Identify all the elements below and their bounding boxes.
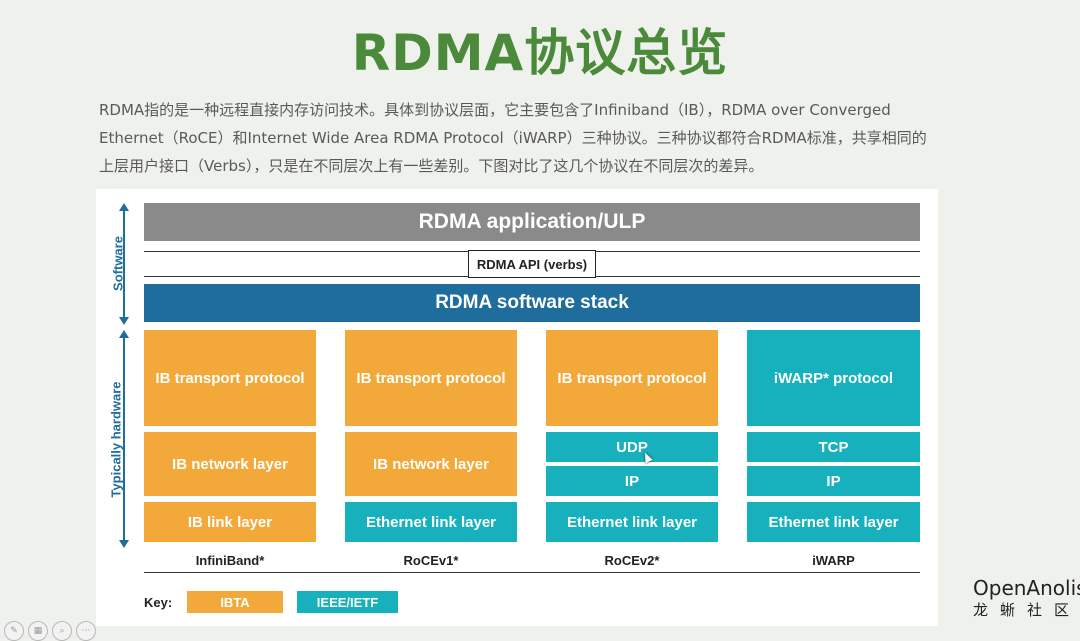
column-name-rocev2: RoCEv2* [604, 553, 660, 568]
rocev1-network: IB network layer [345, 432, 517, 496]
column-name-iwarp: iWARP [812, 553, 855, 568]
rocev2-transport: IB transport protocol [546, 330, 718, 426]
column-name-infiniband: InfiniBand* [195, 553, 265, 568]
rocev1-link: Ethernet link layer [345, 502, 517, 542]
infiniband-transport: IB transport protocol [144, 330, 316, 426]
rocev2-ip: IP [546, 466, 718, 496]
intro-line-1: RDMA指的是一种远程直接内存访问技术。具体到协议层面，它主要包含了Infini… [99, 101, 891, 119]
hardware-axis-label: Typically hardware [108, 381, 124, 498]
key-label: Key: [144, 595, 173, 610]
more-icon[interactable]: ⋯ [76, 621, 96, 641]
pen-icon[interactable]: ✎ [4, 621, 24, 641]
key-ieee-ietf: IEEE/IETF [297, 591, 398, 613]
iwarp-transport: iWARP* protocol [747, 330, 920, 426]
iwarp-ip: IP [747, 466, 920, 496]
slides-icon[interactable]: ▦ [28, 621, 48, 641]
key-ibta: IBTA [187, 591, 283, 613]
software-arrow-down-icon [119, 317, 129, 325]
api-verbs-box: RDMA API (verbs) [468, 250, 596, 278]
column-name-rocev1: RoCEv1* [403, 553, 459, 568]
infiniband-network: IB network layer [144, 432, 316, 496]
iwarp-link: Ethernet link layer [747, 502, 920, 542]
hardware-arrow-up-icon [119, 330, 129, 338]
hardware-axis [123, 336, 125, 542]
software-stack-bar: RDMA software stack [144, 284, 920, 322]
openanolis-logo: OpenAnolis 龙蜥社区 [973, 576, 1080, 620]
slideshow-toolbar: ✎ ▦ ⌕ ⋯ [4, 621, 96, 641]
rocev1-transport: IB transport protocol [345, 330, 517, 426]
intro-line-3: 上层用户接口（Verbs），只是在不同层次上有一些差别。下图对比了这几个协议在不… [99, 157, 764, 175]
baseline-divider [144, 572, 920, 573]
rdma-protocol-diagram: Software Typically hardware RDMA applica… [96, 189, 938, 626]
rocev2-link: Ethernet link layer [546, 502, 718, 542]
software-axis [123, 209, 125, 319]
hardware-arrow-down-icon [119, 540, 129, 548]
software-axis-label: Software [110, 236, 126, 291]
intro-line-2: Ethernet（RoCE）和Internet Wide Area RDMA P… [99, 129, 927, 147]
rocev2-udp: UDP [546, 432, 718, 462]
slide-title: RDMA协议总览 [351, 24, 729, 82]
intro-text: RDMA指的是一种远程直接内存访问技术。具体到协议层面，它主要包含了Infini… [99, 96, 999, 180]
logo-text-zh: 龙蜥社区 [973, 601, 1080, 619]
zoom-icon[interactable]: ⌕ [52, 621, 72, 641]
infiniband-link: IB link layer [144, 502, 316, 542]
ulp-bar: RDMA application/ULP [144, 203, 920, 241]
logo-text-en: OpenAnolis [973, 576, 1080, 600]
software-arrow-up-icon [119, 203, 129, 211]
iwarp-tcp: TCP [747, 432, 920, 462]
